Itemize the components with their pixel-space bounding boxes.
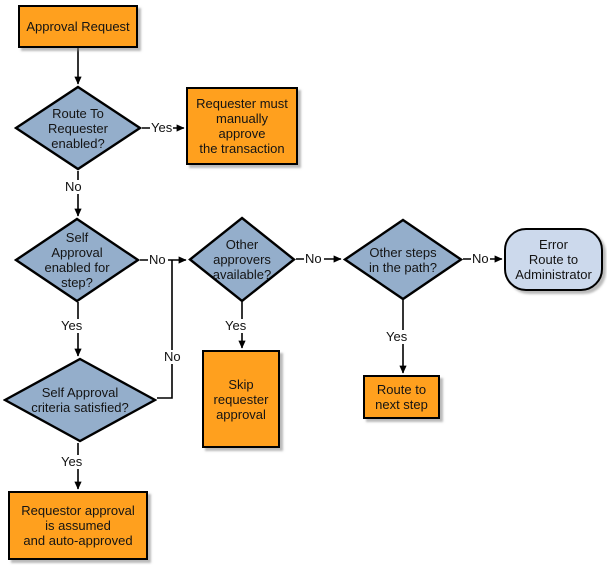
diamond-shape [14,85,142,171]
edge-criteria-no-elbow [157,260,173,399]
node-other-approvers-available[interactable]: Other approvers available? [188,216,296,303]
node-self-approval-enabled[interactable]: Self Approval enabled for step? [14,217,140,303]
node-route-to-next-step[interactable]: Route to next step [363,375,440,419]
edge-label-criteria-no: No [163,349,182,364]
node-self-approval-criteria-satisfied[interactable]: Self Approval criteria satisfied? [3,357,157,443]
diamond-shape [343,218,463,301]
node-other-approvers-available-label: Other approvers available? [212,237,272,282]
node-approval-request-label: Approval Request [26,19,130,34]
edge-label-route-no: No [64,179,83,194]
node-skip-requester-approval-label: Skip requester approval [213,376,269,422]
node-route-to-requester[interactable]: Route To Requester enabled? [14,85,142,171]
edge-label-othersteps-yes: Yes [385,329,409,344]
edge-label-selfapproval-no: No [148,252,167,267]
node-approval-request[interactable]: Approval Request [18,5,138,48]
node-self-approval-enabled-label: Self Approval enabled for step? [44,230,110,290]
diamond-shape [14,217,140,303]
diamond-shape [3,357,157,443]
node-skip-requester-approval[interactable]: Skip requester approval [202,350,280,448]
node-other-steps-in-path-label: Other steps in the path? [369,244,437,275]
node-requester-manual-approve-label: Requester must manually approve the tran… [196,96,288,156]
edge-label-otherapprovers-yes: Yes [224,318,248,333]
node-requestor-auto-approved[interactable]: Requestor approval is assumed and auto-a… [8,491,148,560]
edge-label-criteria-yes: Yes [60,454,84,469]
node-error-route-to-administrator-label: Error Route to Administrator [515,237,592,282]
node-other-steps-in-path[interactable]: Other steps in the path? [343,218,463,301]
node-error-route-to-administrator[interactable]: Error Route to Administrator [504,228,603,291]
node-route-to-requester-label: Route To Requester enabled? [48,105,108,151]
node-requestor-auto-approved-label: Requestor approval is assumed and auto-a… [21,503,135,548]
edge-label-othersteps-no: No [471,251,490,266]
node-self-approval-criteria-satisfied-label: Self Approval criteria satisfied? [31,385,129,415]
edge-label-route-yes: Yes [150,120,174,135]
edge-label-selfapproval-yes: Yes [60,318,84,333]
diamond-shape [188,216,296,303]
edge-label-otherapprovers-no: No [304,251,323,266]
node-requester-manual-approve[interactable]: Requester must manually approve the tran… [186,87,298,165]
node-route-to-next-step-label: Route to next step [375,382,428,412]
